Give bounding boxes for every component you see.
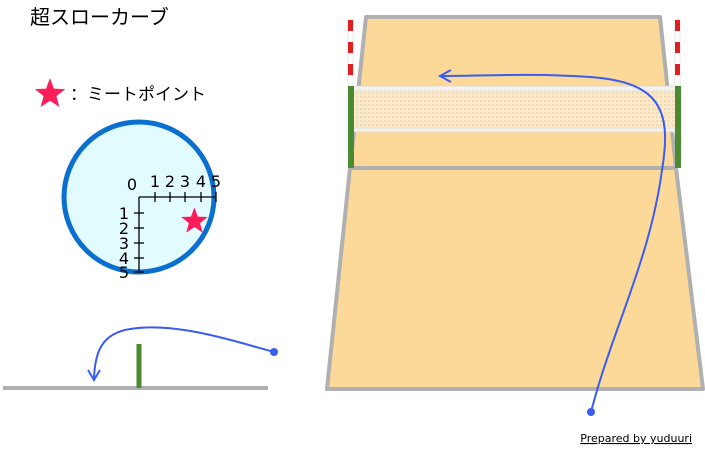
y-tick-label: 2 <box>119 219 129 238</box>
y-tick-labels: 1 2 3 4 5 <box>119 204 129 282</box>
page-title: 超スローカーブ <box>30 5 169 29</box>
antenna-left <box>347 19 354 89</box>
grid-axes <box>134 192 217 273</box>
x-tick-label: 0 <box>127 175 137 194</box>
side-trajectory-arrowhead <box>87 369 101 382</box>
legend: ：ミートポイント <box>34 78 206 107</box>
credit-link[interactable]: Prepared by yuduuri <box>580 432 692 445</box>
y-tick-label: 3 <box>119 234 129 253</box>
star-icon <box>34 78 66 107</box>
x-tick-label: 2 <box>165 172 175 191</box>
x-tick-labels: 0 1 2 3 4 5 <box>127 172 221 194</box>
x-tick-label: 4 <box>196 172 206 191</box>
court-serve-point <box>587 408 595 416</box>
side-trajectory <box>93 326 275 379</box>
court-trajectory <box>440 73 666 413</box>
antenna-right <box>674 19 681 89</box>
court <box>325 15 705 416</box>
x-tick-label: 1 <box>150 172 160 191</box>
y-tick-label: 5 <box>119 263 129 282</box>
side-view <box>3 326 278 390</box>
side-serve-point <box>270 348 278 356</box>
near-court <box>325 166 705 391</box>
x-tick-label: 3 <box>180 172 190 191</box>
ball-diagram: 0 1 2 3 4 5 1 2 3 4 5 <box>61 119 221 282</box>
net-post-right <box>675 86 681 168</box>
x-tick-label: 5 <box>211 172 221 191</box>
net <box>348 85 681 168</box>
court-trajectory-arrowhead <box>437 69 452 83</box>
net-post-left <box>348 86 354 168</box>
legend-label: ：ミートポイント <box>70 85 206 105</box>
meet-point-star <box>181 207 208 233</box>
y-tick-label: 4 <box>119 249 129 268</box>
y-tick-label: 1 <box>119 204 129 223</box>
